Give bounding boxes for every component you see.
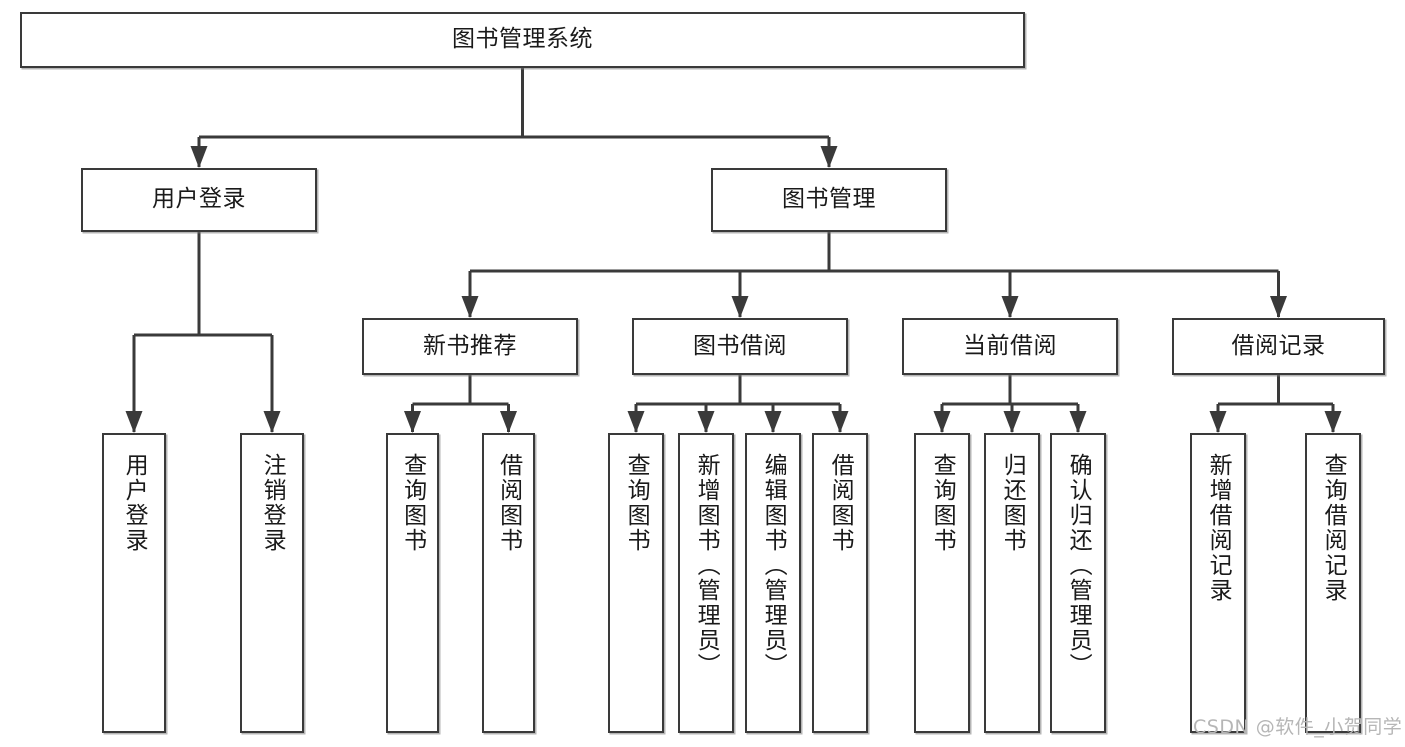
node-label: 图书借阅 — [693, 332, 787, 359]
node-label: 借阅图书 — [495, 453, 522, 553]
node-l4[interactable]: 借阅图书 — [482, 433, 535, 733]
node-label: 归还图书 — [999, 453, 1026, 553]
node-l2[interactable]: 注销登录 — [240, 433, 304, 733]
arrow-head-icon — [404, 411, 421, 433]
node-label: 图书管理系统 — [452, 26, 593, 53]
node-l10[interactable]: 归还图书 — [984, 433, 1040, 733]
arrow-head-icon — [190, 146, 208, 168]
node-login[interactable]: 用户登录 — [81, 168, 317, 232]
node-l8[interactable]: 借阅图书 — [812, 433, 868, 733]
node-root[interactable]: 图书管理系统 — [20, 12, 1025, 68]
arrow-head-icon — [764, 411, 782, 433]
arrow-head-icon — [263, 411, 281, 433]
node-l11[interactable]: 确认归还（管理员） — [1050, 433, 1106, 733]
node-label: 用户登录 — [121, 453, 148, 553]
arrow-head-icon — [461, 296, 479, 318]
arrow-head-icon — [731, 296, 749, 318]
node-records[interactable]: 借阅记录 — [1172, 318, 1385, 375]
node-l3[interactable]: 查询图书 — [386, 433, 439, 733]
node-label: 当前借阅 — [963, 332, 1057, 359]
node-label: 新增图书（管理员） — [693, 453, 720, 678]
arrow-head-icon — [820, 146, 838, 168]
node-label: 编辑图书（管理员） — [760, 453, 787, 678]
node-label: 查询图书 — [929, 453, 956, 553]
node-l6[interactable]: 新增图书（管理员） — [678, 433, 734, 733]
node-l1[interactable]: 用户登录 — [102, 433, 166, 733]
node-label: 查询图书 — [623, 453, 650, 553]
node-label: 新书推荐 — [423, 332, 517, 359]
arrow-head-icon — [1270, 296, 1287, 318]
arrow-head-icon — [1209, 411, 1227, 433]
node-borrow[interactable]: 图书借阅 — [632, 318, 848, 375]
node-label: 用户登录 — [152, 186, 246, 213]
arrow-head-icon — [1069, 411, 1087, 433]
arrow-head-icon — [1003, 411, 1021, 433]
arrow-head-icon — [933, 411, 951, 433]
arrow-head-icon — [697, 411, 715, 433]
csdn-watermark: CSDN @软件_小贺同学 — [1193, 716, 1403, 738]
node-current[interactable]: 当前借阅 — [902, 318, 1118, 375]
node-l5[interactable]: 查询图书 — [608, 433, 664, 733]
node-l9[interactable]: 查询图书 — [914, 433, 970, 733]
node-newbook[interactable]: 新书推荐 — [362, 318, 578, 375]
node-label: 查询图书 — [399, 453, 426, 553]
arrow-head-icon — [500, 411, 517, 433]
node-l7[interactable]: 编辑图书（管理员） — [745, 433, 801, 733]
node-label: 借阅记录 — [1231, 332, 1326, 359]
arrow-head-icon — [831, 411, 849, 433]
node-l12[interactable]: 新增借阅记录 — [1190, 433, 1246, 733]
node-label: 确认归还（管理员） — [1065, 453, 1092, 678]
node-label: 借阅图书 — [827, 453, 854, 553]
arrow-head-icon — [1001, 296, 1019, 318]
node-bookmgmt[interactable]: 图书管理 — [711, 168, 947, 232]
arrow-head-icon — [125, 411, 143, 433]
node-label: 查询借阅记录 — [1320, 453, 1347, 603]
arrow-head-icon — [627, 411, 645, 433]
node-label: 新增借阅记录 — [1205, 453, 1232, 603]
node-label: 图书管理 — [782, 186, 876, 213]
node-l13[interactable]: 查询借阅记录 — [1305, 433, 1361, 733]
node-label: 注销登录 — [259, 453, 286, 553]
arrow-head-icon — [1324, 411, 1342, 433]
